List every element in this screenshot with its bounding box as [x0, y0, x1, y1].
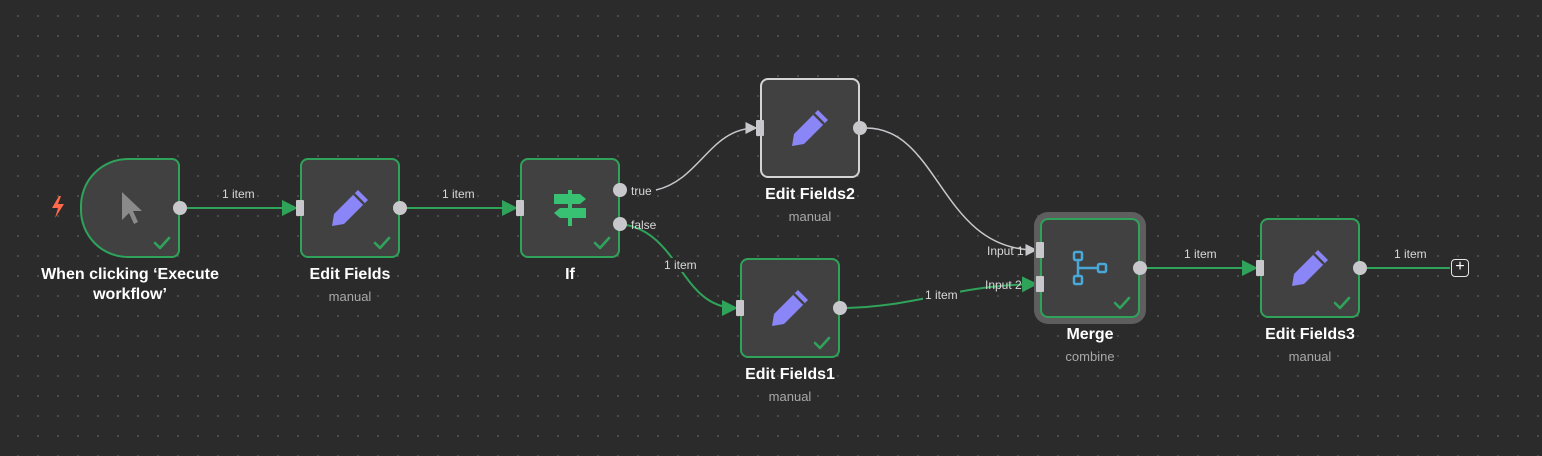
node-merge[interactable]: [1040, 218, 1140, 318]
node-title: Edit Fields2: [765, 186, 855, 203]
input-port[interactable]: [516, 200, 524, 216]
edge-label: 1 item: [440, 187, 477, 201]
success-check-icon: [813, 336, 831, 350]
edge-label: 1 item: [220, 187, 257, 201]
pencil-icon: [1292, 250, 1328, 286]
node-subtitle: combine: [1065, 349, 1115, 364]
node-subtitle: manual: [328, 289, 372, 304]
node-title: Edit Fields: [309, 266, 391, 283]
input-port[interactable]: [756, 120, 764, 136]
output-port-true[interactable]: [613, 183, 627, 197]
input-port[interactable]: [1256, 260, 1264, 276]
node-subtitle: manual: [768, 389, 812, 404]
output-port[interactable]: [853, 121, 867, 135]
output-label-false: false: [631, 218, 657, 232]
output-port-false[interactable]: [613, 217, 627, 231]
edge-label: 1 item: [662, 258, 699, 272]
input-port[interactable]: [736, 300, 744, 316]
node-title: Merge: [1066, 326, 1114, 343]
node-subtitle: manual: [788, 209, 832, 224]
input-port-2[interactable]: [1036, 276, 1044, 292]
edge-if-true-to-edit-fields2[interactable]: [655, 122, 758, 191]
signpost-icon: [554, 190, 586, 226]
input-label-2: Input 2: [985, 278, 1022, 292]
lightning-bolt-icon: [52, 196, 64, 218]
output-label-true: true: [631, 184, 652, 198]
input-label-1: Input 1: [987, 244, 1024, 258]
merge-icon: [1072, 250, 1108, 286]
output-port[interactable]: [833, 301, 847, 315]
edge-label: 1 item: [1182, 247, 1219, 261]
add-node-button[interactable]: +: [1451, 259, 1469, 277]
success-check-icon: [1113, 296, 1131, 310]
input-port[interactable]: [296, 200, 304, 216]
node-title: When clicking ‘Execute workflow’: [41, 266, 219, 303]
output-port[interactable]: [393, 201, 407, 215]
success-check-icon: [153, 236, 171, 250]
pencil-icon: [792, 110, 828, 146]
edge-edit-fields2-to-merge[interactable]: [865, 127, 1038, 256]
success-check-icon: [373, 236, 391, 250]
edge-label: 1 item: [1392, 247, 1429, 261]
node-subtitle: manual: [1288, 349, 1332, 364]
edge-label: 1 item: [923, 288, 960, 302]
input-port-1[interactable]: [1036, 242, 1044, 258]
output-port[interactable]: [173, 201, 187, 215]
node-manual-trigger[interactable]: [80, 158, 180, 258]
success-check-icon: [1333, 296, 1351, 310]
node-edit-fields1[interactable]: [740, 258, 840, 358]
node-edit-fields3[interactable]: [1260, 218, 1360, 318]
node-edit-fields2[interactable]: [760, 78, 860, 178]
node-title: Edit Fields1: [745, 366, 835, 383]
success-check-icon: [593, 236, 611, 250]
node-edit-fields[interactable]: [300, 158, 400, 258]
node-if[interactable]: [520, 158, 620, 258]
node-title: Edit Fields3: [1265, 326, 1355, 343]
cursor-icon: [122, 192, 142, 224]
pencil-icon: [772, 290, 808, 326]
output-port[interactable]: [1353, 261, 1367, 275]
pencil-icon: [332, 190, 368, 226]
node-title: If: [565, 266, 575, 283]
output-port[interactable]: [1133, 261, 1147, 275]
